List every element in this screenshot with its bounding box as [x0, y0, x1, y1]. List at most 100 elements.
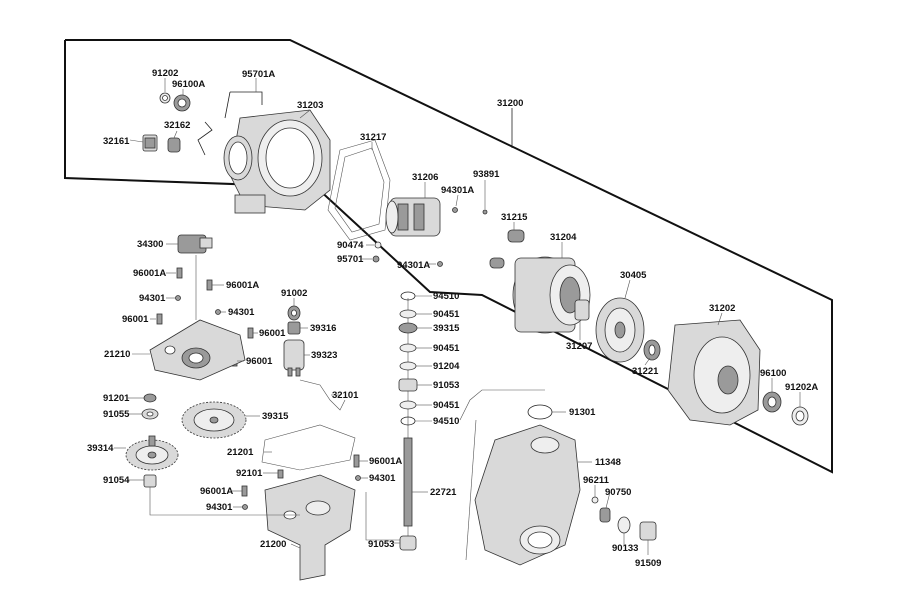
- label-21200: 21200: [260, 539, 286, 550]
- label-96211: 96211: [583, 475, 610, 486]
- label-91053-b: 91053: [368, 539, 394, 550]
- part-91053-bearing-b: [399, 535, 417, 551]
- label-39314: 39314: [87, 443, 114, 454]
- part-30405-fan: [595, 297, 645, 363]
- label-21210: 21210: [104, 349, 130, 360]
- label-31207: 31207: [566, 341, 592, 352]
- label-31206: 31206: [412, 172, 438, 183]
- part-96100A-seal: [173, 94, 191, 112]
- label-91202A: 91202A: [785, 382, 818, 393]
- label-90474: 90474: [337, 240, 364, 251]
- label-31215: 31215: [501, 212, 528, 223]
- assembly-31200-boundary: [64, 39, 833, 474]
- part-31207-shaft: [574, 299, 590, 321]
- label-31204: 31204: [550, 232, 577, 243]
- label-96001A-c: 96001A: [200, 486, 233, 497]
- label-31200: 31200: [497, 98, 523, 109]
- label-91301: 91301: [569, 407, 596, 418]
- part-21201-gasket: [261, 424, 356, 471]
- part-91301-oring: [527, 404, 553, 420]
- label-91055: 91055: [103, 409, 130, 420]
- part-31221-bearing: [643, 339, 661, 361]
- part-91002-bearing: [287, 305, 301, 321]
- part-96211-ball: [591, 496, 599, 504]
- label-31202: 31202: [709, 303, 735, 314]
- label-32161: 32161: [103, 136, 130, 147]
- part-11348-housing: [474, 424, 581, 566]
- part-94301-washer-d: [355, 475, 361, 481]
- part-94301-washer-c: [242, 504, 248, 510]
- part-92101-pin: [277, 469, 284, 479]
- part-32162-spring: [167, 137, 181, 153]
- part-90451-washer-c: [399, 400, 417, 410]
- label-90451-b: 90451: [433, 343, 460, 354]
- part-96001-bolt-b: [247, 327, 254, 339]
- label-34300: 34300: [137, 239, 163, 250]
- part-90451-washer-a: [399, 309, 417, 319]
- part-31217-gasket: [327, 139, 391, 241]
- label-91204: 91204: [433, 361, 460, 372]
- part-91053-bearing-a: [398, 378, 418, 392]
- label-90451-a: 90451: [433, 309, 460, 320]
- part-31203-housing: [223, 109, 331, 214]
- label-96100: 96100: [760, 368, 786, 379]
- part-96100-seal: [762, 391, 782, 413]
- part-90474-washer: [374, 241, 382, 249]
- part-90451-washer-b: [399, 343, 417, 353]
- label-94301A-a: 94301A: [441, 185, 474, 196]
- part-94301A-screw-b: [437, 261, 443, 267]
- label-90451-c: 90451: [433, 400, 460, 411]
- part-31202-cover: [667, 319, 761, 426]
- part-96001A-bolt-c: [241, 485, 248, 497]
- label-91202: 91202: [152, 68, 178, 79]
- part-39315-gear-small: [398, 322, 418, 334]
- label-94301-d: 94301: [369, 473, 396, 484]
- part-93891-pin: [482, 209, 488, 215]
- part-91204-washer: [399, 361, 417, 371]
- label-39316: 39316: [310, 323, 336, 334]
- part-31206-brush-holder: [385, 197, 441, 237]
- label-32101: 32101: [332, 390, 359, 401]
- label-96001-a: 96001: [122, 314, 149, 325]
- label-96001-c: 96001: [246, 356, 273, 367]
- part-95701-clip: [372, 255, 380, 263]
- part-39314-gear: [125, 435, 179, 471]
- label-91509: 91509: [635, 558, 661, 569]
- part-96001A-bolt-d: [353, 454, 360, 468]
- label-31203: 31203: [297, 100, 323, 111]
- part-39315-gear: [181, 401, 247, 439]
- part-96001-bolt-a: [156, 313, 163, 325]
- label-31217: 31217: [360, 132, 386, 143]
- label-91053-a: 91053: [433, 380, 459, 391]
- label-96001A-d: 96001A: [369, 456, 402, 467]
- label-39315-b: 39315: [262, 411, 289, 422]
- part-34300-sensor: [177, 234, 213, 254]
- leader-lines: [114, 78, 801, 561]
- label-91054: 91054: [103, 475, 130, 486]
- part-96001A-bolt-a: [176, 267, 183, 279]
- label-96100A: 96100A: [172, 79, 205, 90]
- callout-labels: 31200 91202 96100A 95701A 31203 32162 32…: [87, 68, 818, 569]
- part-91054-bearing: [143, 474, 157, 488]
- part-31215-brush: [489, 229, 525, 269]
- part-39323-solenoid: [283, 339, 305, 377]
- label-11348: 11348: [595, 457, 621, 468]
- part-32101-harness: [299, 379, 346, 411]
- label-94510-a: 94510: [433, 291, 459, 302]
- part-90133-washer: [617, 516, 631, 534]
- label-92101: 92101: [236, 468, 263, 479]
- part-94301-washer-b: [215, 309, 221, 315]
- label-94301-a: 94301: [139, 293, 166, 304]
- part-95701A-clip: [197, 91, 263, 156]
- label-21201: 21201: [227, 447, 254, 458]
- part-39316-gear: [287, 321, 301, 335]
- part-90750-spring: [599, 507, 611, 523]
- label-30405: 30405: [620, 270, 647, 281]
- label-96001A-b: 96001A: [226, 280, 259, 291]
- label-94301-b: 94301: [228, 307, 255, 318]
- label-90133: 90133: [612, 543, 638, 554]
- label-22721: 22721: [430, 487, 457, 498]
- label-94510-b: 94510: [433, 416, 459, 427]
